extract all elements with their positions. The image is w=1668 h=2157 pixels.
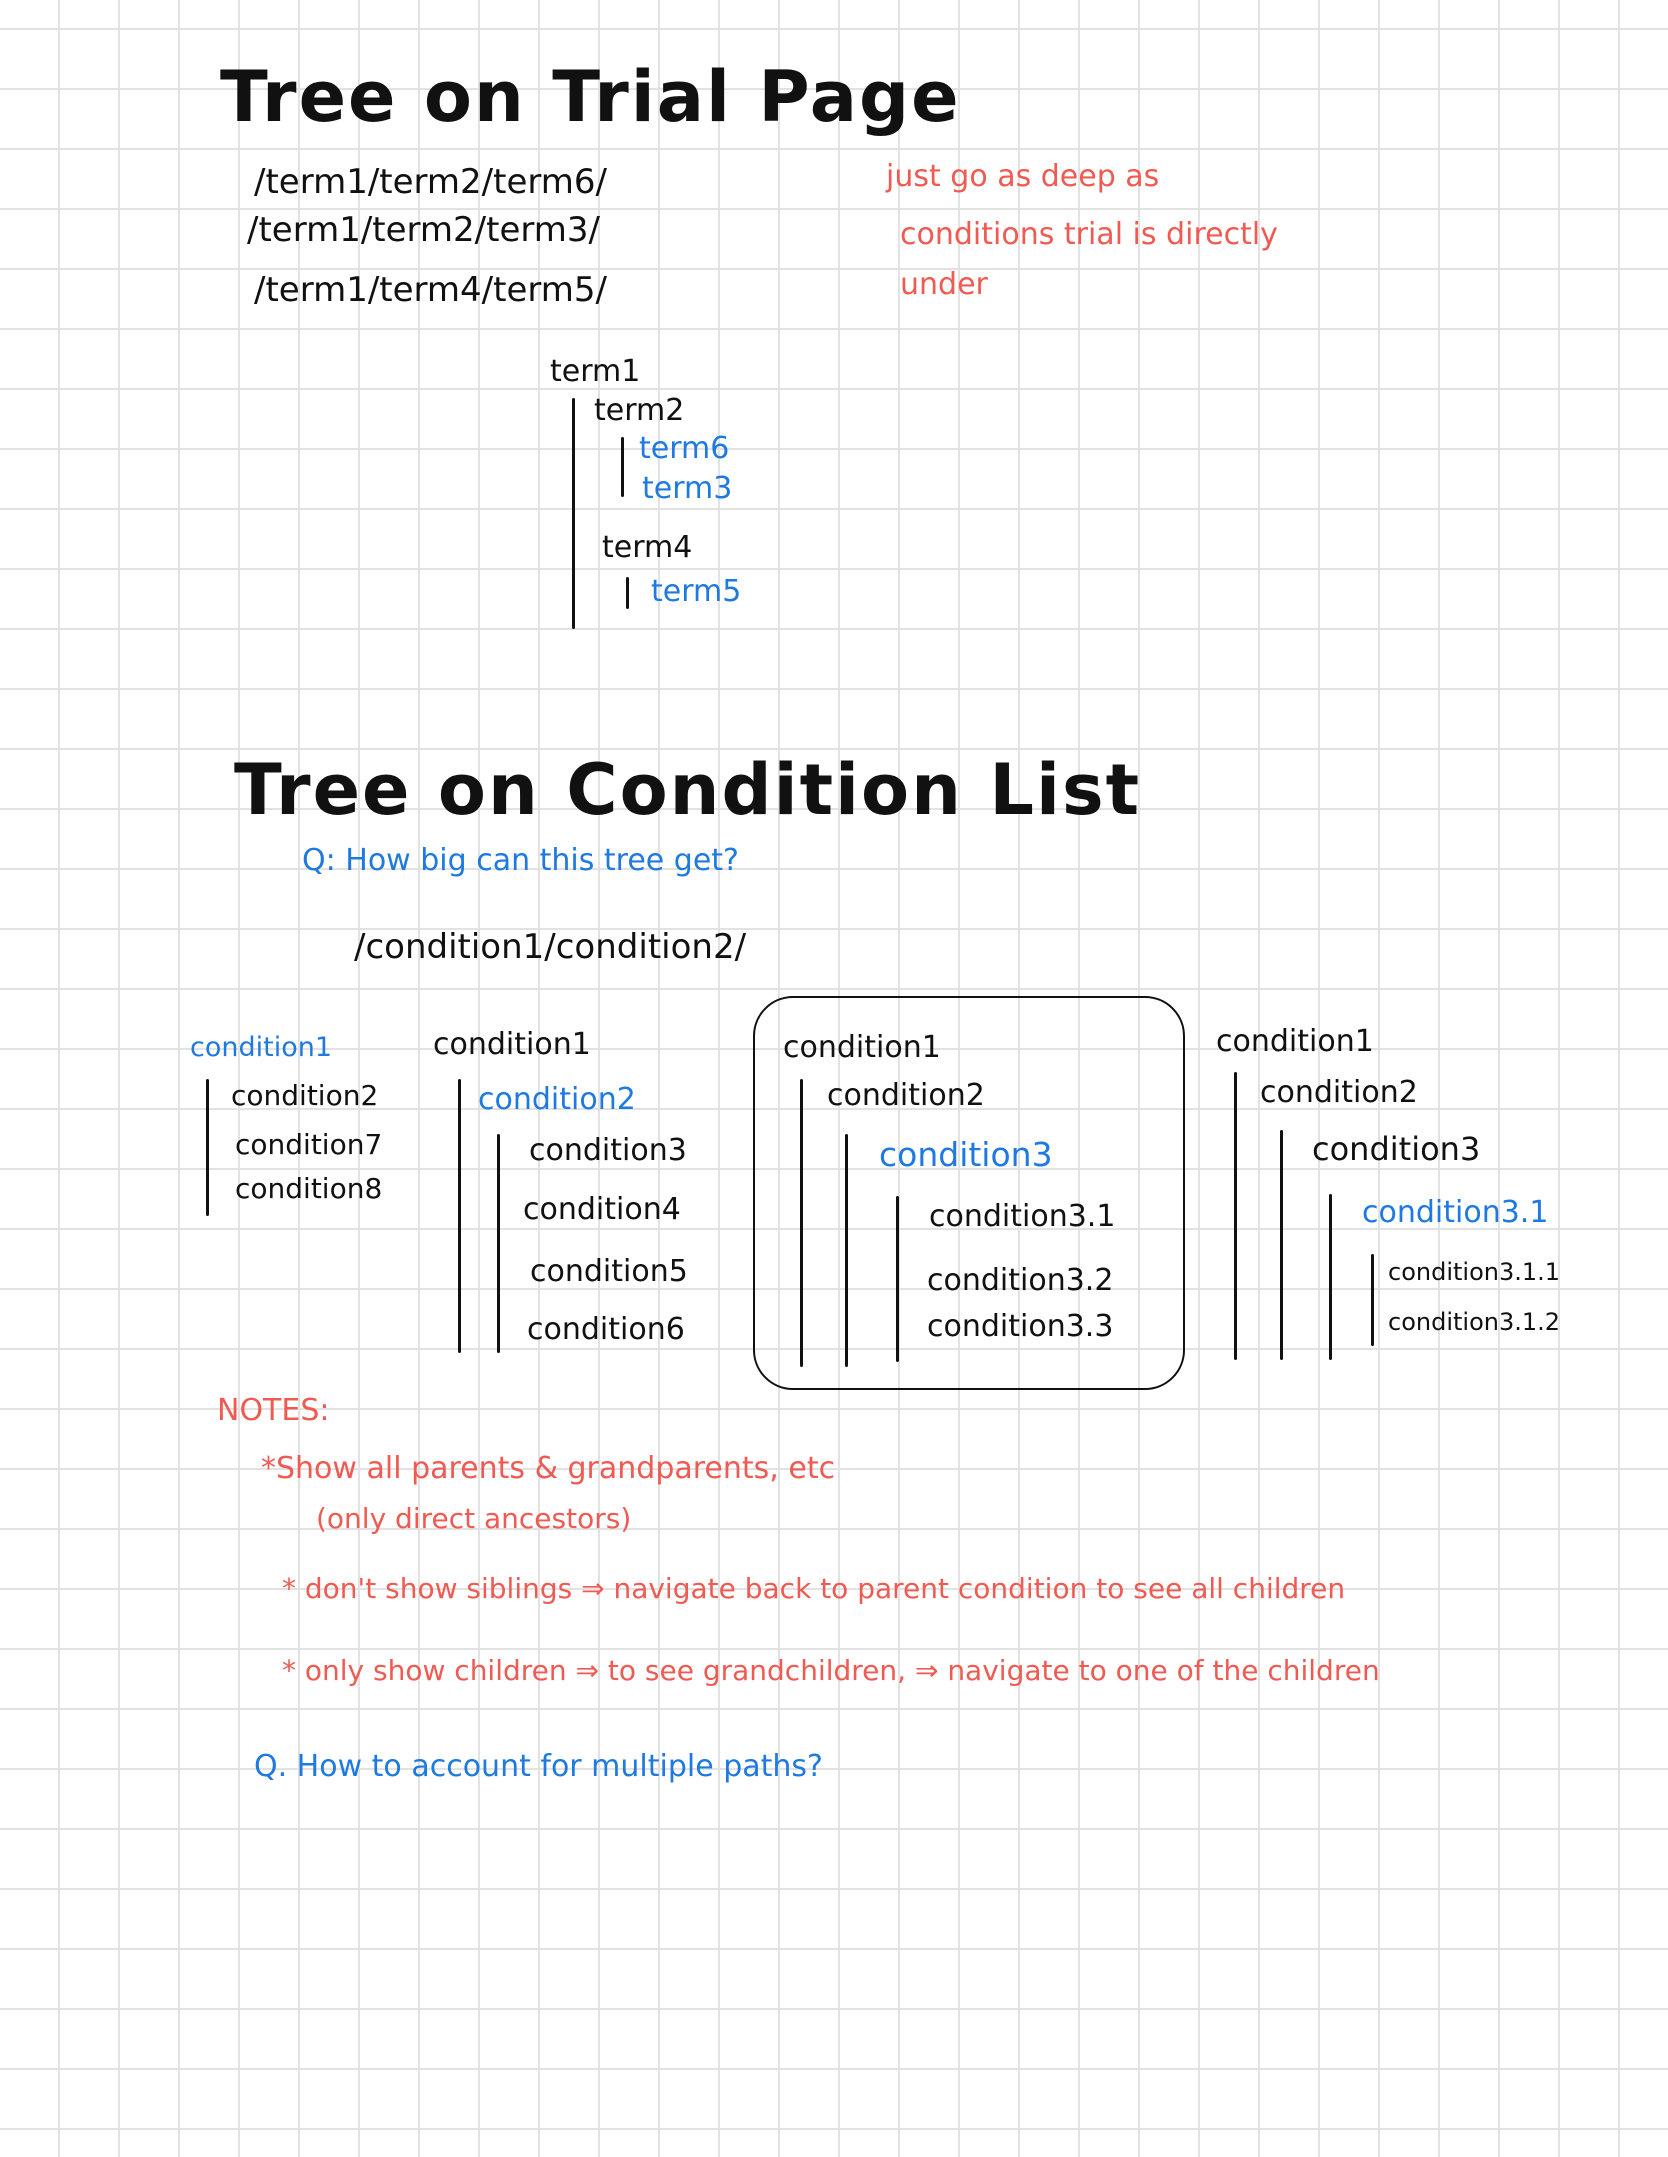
example-4-node: condition1 (1216, 1024, 1374, 1059)
trial-path: /term1/term2/term3/ (247, 210, 600, 250)
example-4-node: condition3 (1312, 1130, 1481, 1168)
example-3-node: condition3 (879, 1135, 1053, 1174)
example-2-node: condition5 (530, 1254, 688, 1289)
note-item: * don't show siblings ⇒ navigate back to… (282, 1572, 1346, 1605)
example-2-node: condition2 (478, 1082, 636, 1117)
tree-branch-line (1329, 1194, 1332, 1360)
example-3-node: condition2 (827, 1078, 985, 1113)
trial-note: under (900, 267, 988, 302)
tree-node-term3: term3 (642, 471, 733, 506)
example-4-node: condition3.1 (1362, 1195, 1549, 1230)
tree-branch-line (1280, 1130, 1283, 1360)
example-1-node: condition1 (190, 1032, 333, 1063)
example-4-node: condition3.1.2 (1388, 1308, 1561, 1336)
tree-branch-line (800, 1079, 803, 1367)
tree-node-term5: term5 (651, 574, 742, 609)
example-3-node: condition1 (783, 1030, 941, 1065)
example-1-node: condition2 (231, 1079, 379, 1112)
example-1-node: condition7 (235, 1128, 383, 1161)
note-item: (only direct ancestors) (316, 1502, 632, 1535)
condition-question: Q: How big can this tree get? (302, 843, 739, 878)
trial-path: /term1/term4/term5/ (254, 270, 607, 310)
example-1-node: condition8 (235, 1172, 383, 1205)
note-item: * only show children ⇒ to see grandchild… (282, 1654, 1380, 1687)
tree-branch-line (206, 1079, 209, 1216)
tree-node-term6: term6 (639, 431, 730, 466)
trial-note: conditions trial is directly (900, 217, 1278, 252)
example-3-node: condition3.3 (927, 1309, 1114, 1344)
highlight-box (753, 996, 1185, 1390)
tree-branch-line (1371, 1254, 1374, 1346)
tree-branch-line (572, 398, 575, 629)
example-4-node: condition2 (1260, 1075, 1418, 1110)
tree-node-term1: term1 (550, 354, 641, 389)
example-3-node: condition3.1 (929, 1199, 1116, 1234)
tree-branch-line (896, 1196, 899, 1362)
example-2-node: condition3 (529, 1133, 687, 1168)
tree-branch-line (1234, 1072, 1237, 1360)
tree-branch-line (497, 1134, 500, 1353)
notes-heading: NOTES: (217, 1393, 330, 1428)
condition-section-title: Tree on Condition List (234, 749, 1142, 831)
tree-branch-line (845, 1134, 848, 1367)
trial-path: /term1/term2/term6/ (254, 162, 607, 202)
tree-branch-line (626, 577, 629, 609)
example-2-node: condition4 (523, 1192, 681, 1227)
condition-path: /condition1/condition2/ (354, 927, 747, 967)
example-2-node: condition6 (527, 1312, 685, 1347)
tree-branch-line (621, 437, 624, 497)
notes-question: Q. How to account for multiple paths? (254, 1749, 823, 1784)
tree-node-term2: term2 (594, 393, 685, 428)
trial-section-title: Tree on Trial Page (220, 56, 961, 138)
trial-note: just go as deep as (886, 159, 1160, 194)
tree-node-term4: term4 (602, 530, 693, 565)
example-3-node: condition3.2 (927, 1263, 1114, 1298)
note-item: *Show all parents & grandparents, etc (261, 1451, 836, 1486)
example-4-node: condition3.1.1 (1388, 1258, 1561, 1286)
example-2-node: condition1 (433, 1027, 591, 1062)
tree-branch-line (458, 1079, 461, 1353)
